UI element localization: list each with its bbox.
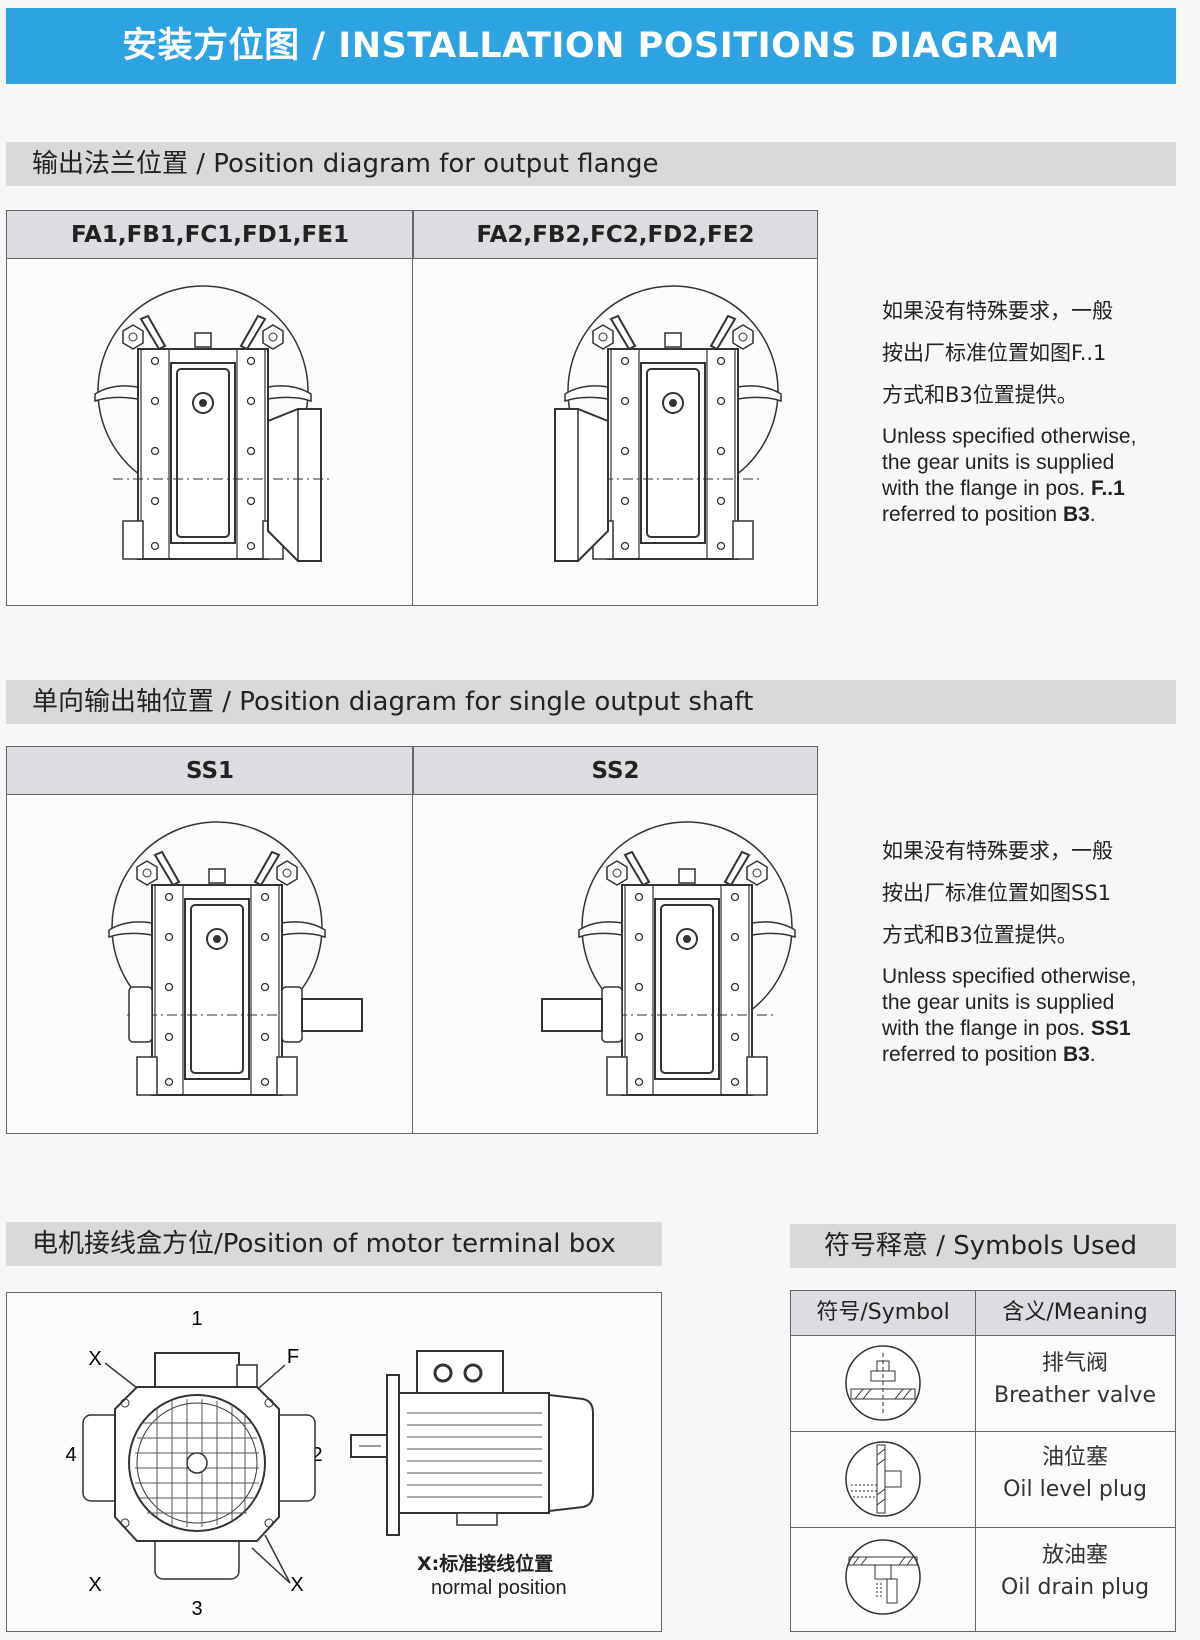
shaft-ss1-drawing — [108, 821, 363, 1096]
terminal-label-x-bottom-right: X — [290, 1574, 303, 1596]
terminal-box-panel: 1 2 3 4 X F X X — [6, 1292, 662, 1632]
terminal-label-2: 2 — [311, 1444, 322, 1466]
terminal-label-4: 4 — [65, 1444, 76, 1466]
shaft-diagram-table: SS1 SS2 — [6, 746, 818, 1134]
terminal-legend-en: normal position — [431, 1577, 567, 1599]
flange-col1-header: FA1,FB1,FC1,FD1,FE1 — [7, 211, 413, 259]
oil-drain-plug-icon — [845, 1539, 921, 1615]
flange-pos1-drawing — [94, 285, 333, 562]
page-banner-title: 安装方位图 / INSTALLATION POSITIONS DIAGRAM — [6, 8, 1176, 84]
flange-note-cn-3: 方式和B3位置提供。 — [882, 383, 1078, 407]
flange-note-en-3: with the flange in pos. F..1 — [882, 477, 1125, 500]
symbol-row2-en: Oil level plug — [1003, 1477, 1147, 1502]
flange-col2-header: FA2,FB2,FC2,FD2,FE2 — [413, 211, 817, 259]
symbol-row3-cn: 放油塞 — [1041, 1543, 1108, 1568]
motor-end-view-drawing: 1 2 3 4 X F X X — [65, 1308, 322, 1620]
symbol-row1-en: Breather valve — [994, 1383, 1156, 1408]
section-title-shaft: 单向输出轴位置 / Position diagram for single ou… — [6, 680, 1176, 724]
flange-diagram-table: FA1,FB1,FC1,FD1,FE1 FA2,FB2,FC2,FD2,FE2 — [6, 210, 818, 606]
terminal-label-1: 1 — [191, 1308, 202, 1330]
flange-note-en-2: the gear units is supplied — [882, 451, 1115, 474]
flange-note: 如果没有特殊要求，一般 按出厂标准位置如图F..1 方式和B3位置提供。 Unl… — [882, 290, 1182, 528]
shaft-note-en-3: with the flange in pos. SS1 — [882, 1017, 1131, 1040]
oil-level-plug-icon — [845, 1441, 921, 1517]
flange-note-en-4: referred to position B3. — [882, 503, 1096, 526]
flange-note-en-1: Unless specified otherwise, — [882, 425, 1137, 448]
shaft-ss2-drawing — [541, 821, 796, 1096]
section-title-symbols: 符号释意 / Symbols Used — [790, 1224, 1176, 1268]
symbol-row3-en: Oil drain plug — [1000, 1575, 1150, 1600]
flange-note-cn-2: 按出厂标准位置如图F..1 — [882, 341, 1107, 365]
symbol-row2-cn: 油位塞 — [1041, 1445, 1108, 1470]
breather-valve-icon — [845, 1345, 921, 1421]
symbols-table: 符号/Symbol 含义/Meaning 排气阀 Breather valve … — [790, 1290, 1176, 1632]
terminal-label-x-bottom-left: X — [88, 1574, 101, 1596]
symbols-col-meaning: 含义/Meaning — [975, 1291, 1175, 1335]
flange-pos2-drawing — [554, 285, 782, 562]
flange-note-cn-1: 如果没有特殊要求，一般 — [882, 299, 1113, 323]
section-title-flange: 输出法兰位置 / Position diagram for output fla… — [6, 142, 1176, 186]
shaft-note-cn-3: 方式和B3位置提供。 — [882, 923, 1078, 947]
symbol-row1-cn: 排气阀 — [1041, 1351, 1108, 1376]
motor-side-view-drawing — [350, 1350, 594, 1536]
shaft-note-en-2: the gear units is supplied — [882, 991, 1115, 1014]
symbols-col-symbol: 符号/Symbol — [791, 1291, 975, 1335]
shaft-col2-header: SS2 — [413, 747, 817, 795]
terminal-label-x-top: X — [88, 1348, 101, 1370]
shaft-col1-header: SS1 — [7, 747, 413, 795]
shaft-note-en-4: referred to position B3. — [882, 1043, 1096, 1066]
terminal-label-3: 3 — [191, 1598, 202, 1620]
section-title-terminal: 电机接线盒方位/Position of motor terminal box — [6, 1222, 662, 1266]
terminal-label-f: F — [287, 1346, 299, 1368]
shaft-note-en-1: Unless specified otherwise, — [882, 965, 1137, 988]
terminal-legend-cn: X:标准接线位置 — [417, 1553, 554, 1575]
shaft-note-cn-1: 如果没有特殊要求，一般 — [882, 839, 1113, 863]
shaft-note-cn-2: 按出厂标准位置如图SS1 — [882, 881, 1112, 905]
shaft-note: 如果没有特殊要求，一般 按出厂标准位置如图SS1 方式和B3位置提供。 Unle… — [882, 830, 1182, 1068]
